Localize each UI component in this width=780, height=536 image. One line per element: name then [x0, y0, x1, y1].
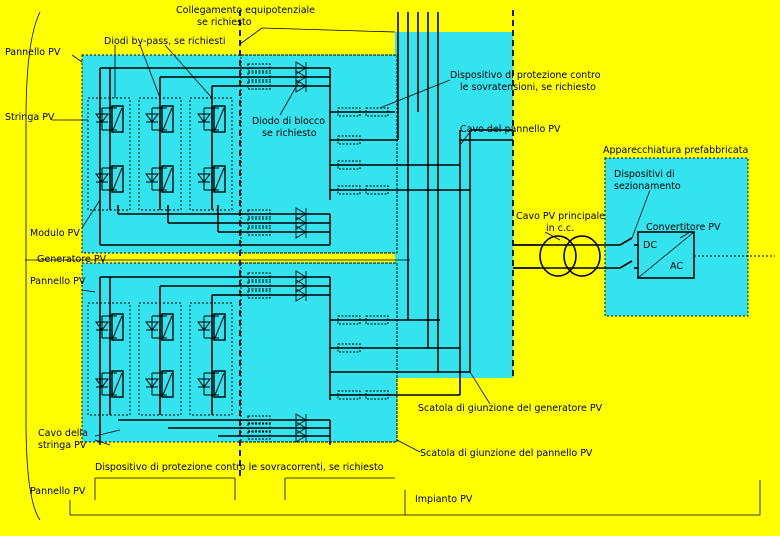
left-bracket [25, 11, 41, 521]
converter-diagonal [637, 231, 695, 279]
blocking-diode-label-2: se richiesto [262, 128, 317, 139]
fuse-group-2 [247, 272, 389, 440]
bypass-label: Diodi by-pass, se richiesti [104, 36, 226, 47]
panel-junction-box-1 [240, 54, 398, 254]
surge-label-2: le sovratensioni, se richiesto [460, 82, 596, 93]
pv-module [95, 165, 124, 193]
incoming-wires [397, 12, 439, 38]
ac-label: AC [670, 261, 683, 272]
dc-label: DC [643, 240, 657, 251]
bypass-diode-icon [95, 107, 117, 131]
fuse-group-1 [247, 63, 389, 236]
pv-module [95, 370, 124, 398]
blocking-diode-label-1: Diodo di blocco [252, 116, 325, 127]
plant-bracket [69, 477, 761, 516]
pv-module [145, 105, 174, 133]
pv-module [145, 165, 174, 193]
bypass-diode-icon [95, 315, 117, 339]
pv-module [197, 313, 226, 341]
bypass-diode-icon [145, 107, 167, 131]
disconnect-switches[interactable] [619, 237, 640, 269]
pv-module [145, 313, 174, 341]
bypass-diode-icon [197, 167, 219, 191]
pv-module [95, 313, 124, 341]
bypass-diode-icon [197, 107, 219, 131]
pv-panel-label-3: Pannello PV [30, 486, 86, 497]
panel-junction-box-2 [240, 262, 398, 443]
panel-box-label: Scatola di giunzione del pannello PV [420, 448, 593, 459]
bypass-diode-icon [95, 167, 117, 191]
pv-plant-label: Impianto PV [415, 494, 473, 505]
disconnect-label-2: sezionamento [614, 181, 681, 192]
pv-panel-label-2: Pannello PV [30, 276, 86, 287]
prefab-outline [604, 157, 749, 317]
string-6-outline [189, 302, 233, 416]
string-cable-label-2: stringa PV [38, 440, 87, 451]
pv-string-label: Stringa PV [5, 112, 55, 123]
main-dc-cable [513, 235, 620, 277]
pv-panel-label-1: Pannello PV [5, 47, 61, 58]
surge-label-1: Dispositivo di protezione contro [450, 70, 601, 81]
pv-module [197, 165, 226, 193]
pv-module [145, 370, 174, 398]
panel-cable-label: Cavo del pannello PV [460, 124, 561, 135]
bypass-diode-icon [145, 167, 167, 191]
panel-2-wiring [99, 276, 470, 445]
equipotential-label-1: Collegamento equipotenziale [176, 5, 315, 16]
main-cable-label-2: in c.c. [546, 223, 574, 234]
bypass-diode-icon [197, 372, 219, 396]
bypass-diode-icon [145, 315, 167, 339]
pv-modules [95, 105, 226, 398]
pv-module-label: Modulo PV [30, 228, 80, 239]
equipotential-label-2: se richiesto [197, 17, 252, 28]
pv-module [95, 105, 124, 133]
converter-label: Convertitore PV [646, 222, 721, 233]
bypass-diode-icon [197, 315, 219, 339]
string-4-outline [87, 302, 131, 416]
pv-module [197, 370, 226, 398]
blocking-diodes [295, 61, 307, 443]
feeder-lines [397, 38, 540, 395]
overcurrent-label: Dispositivo di protezione contro le sovr… [95, 462, 384, 473]
bypass-diode-icon [145, 372, 167, 396]
pv-generator-label: Generatore PV [37, 254, 107, 265]
string-3-outline [189, 97, 233, 211]
main-cable-label-1: Cavo PV principale [516, 211, 605, 222]
generator-box-label: Scatola di giunzione del generatore PV [418, 403, 603, 414]
pv-module [197, 105, 226, 133]
bypass-diode-icon [95, 372, 117, 396]
string-1-outline [87, 97, 131, 211]
disconnect-label-1: Dispositivi di [614, 169, 675, 180]
prefab-label: Apparecchiatura prefabbricata [603, 145, 748, 156]
string-cable-label-1: Cavo della [38, 428, 88, 439]
leader-lines [52, 27, 691, 453]
